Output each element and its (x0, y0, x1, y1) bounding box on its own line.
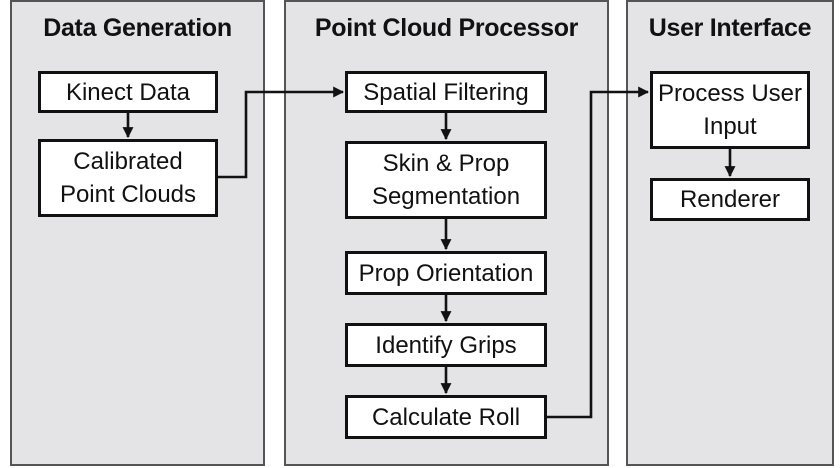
node-spatial-filtering: Spatial Filtering (345, 71, 547, 113)
node-calculate-roll: Calculate Roll (345, 395, 547, 439)
panel-data-generation: Data Generation (10, 0, 265, 466)
node-calibrated-point-clouds: Calibrated Point Clouds (38, 139, 218, 217)
node-identify-grips: Identify Grips (345, 323, 547, 367)
node-skin-prop-segmentation: Skin & Prop Segmentation (345, 141, 547, 219)
panel-title-point-cloud-processor: Point Cloud Processor (314, 14, 579, 42)
panel-title-user-interface: User Interface (648, 14, 812, 42)
panel-user-interface: User Interface (626, 0, 834, 466)
node-process-user-input: Process User Input (650, 71, 810, 149)
node-prop-orientation: Prop Orientation (345, 251, 547, 295)
node-renderer: Renderer (650, 178, 810, 221)
panel-title-data-generation: Data Generation (43, 14, 232, 42)
node-kinect-data: Kinect Data (38, 71, 218, 113)
